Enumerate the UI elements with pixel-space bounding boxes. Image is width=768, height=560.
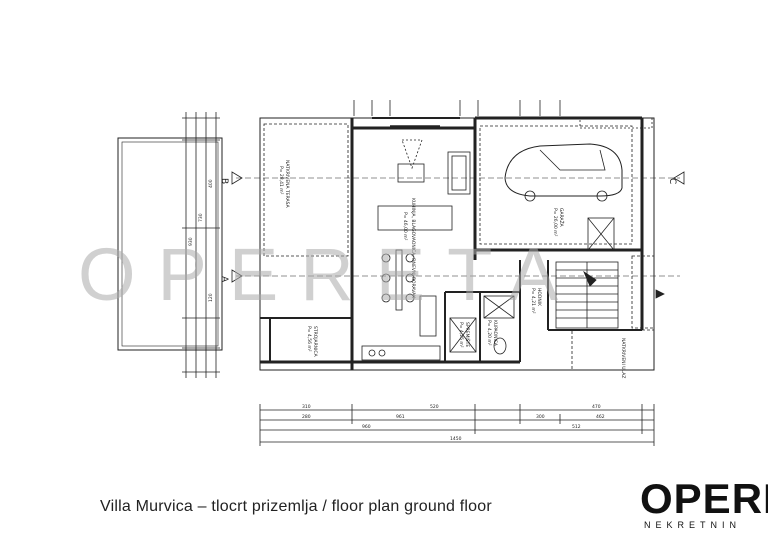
- room-label-storage: SPREMIŠTE: [464, 322, 471, 347]
- room-area-bath: P= 4,20 m²: [486, 320, 492, 346]
- plan-caption: Villa Murvica – tlocrt prizemlja / floor…: [100, 498, 492, 515]
- room-label-entrance: NATKRIVENI ULAZ: [620, 338, 626, 378]
- dim-row2-3: 961: [396, 414, 405, 420]
- dim-row1-3: 520: [430, 404, 439, 410]
- room-label-bath: KUPAONICA: [492, 320, 498, 347]
- room-area-storage: P= 4,25 m²: [458, 322, 464, 348]
- dim-left-3: 930: [188, 237, 194, 246]
- dim-row1-1: 310: [302, 404, 311, 410]
- dim-left-4: 120: [208, 293, 214, 302]
- floor-plan-drawing: B A C NATKRIVENA TERASA P= 28,41 m² KUHI…: [117, 100, 685, 446]
- car-icon: [504, 143, 623, 202]
- room-label-garage: GARAŽA: [558, 208, 566, 228]
- dim-left-1: 400: [208, 179, 214, 188]
- brand-logo: OPERE NEKRETNIN: [640, 478, 768, 538]
- room-label-living: KUHINJA, BLAGOVAONICA, DNEVNI BORAVAK: [410, 198, 416, 299]
- room-label-utility: STROJARNICA: [312, 326, 318, 358]
- dim-row2-1: 280: [302, 414, 311, 420]
- dim-row1-5: 470: [592, 404, 601, 410]
- dim-row3-3: 512: [572, 424, 581, 430]
- room-area-terrace: P= 28,41 m²: [278, 166, 284, 195]
- section-mark-a: A: [219, 276, 229, 283]
- room-area-hall: P= 4,21 m²: [530, 288, 536, 314]
- dim-left-2: 730: [198, 213, 204, 222]
- dim-row2-6: 462: [596, 414, 605, 420]
- dim-row3-1: 960: [362, 424, 371, 430]
- room-label-hall: HODNIK: [536, 288, 542, 307]
- dim-total: 1450: [450, 436, 462, 442]
- dim-row2-5: 300: [536, 414, 545, 420]
- room-area-utility: P= 4,56 m²: [306, 326, 312, 352]
- section-mark-c: C: [667, 178, 677, 184]
- pool: [117, 137, 223, 351]
- room-area-garage: P= 26,00 m²: [552, 208, 558, 237]
- logo-subtitle: NEKRETNIN: [644, 520, 742, 530]
- kitchen-counter: [361, 345, 441, 361]
- logo-word: OPERE: [640, 478, 768, 522]
- section-mark-b: B: [219, 178, 229, 184]
- sofa: [447, 151, 471, 195]
- room-label-terrace: NATKRIVENA TERASA: [284, 160, 290, 209]
- room-area-living: P= 46,00 m²: [402, 212, 408, 241]
- dining-table: [377, 205, 453, 231]
